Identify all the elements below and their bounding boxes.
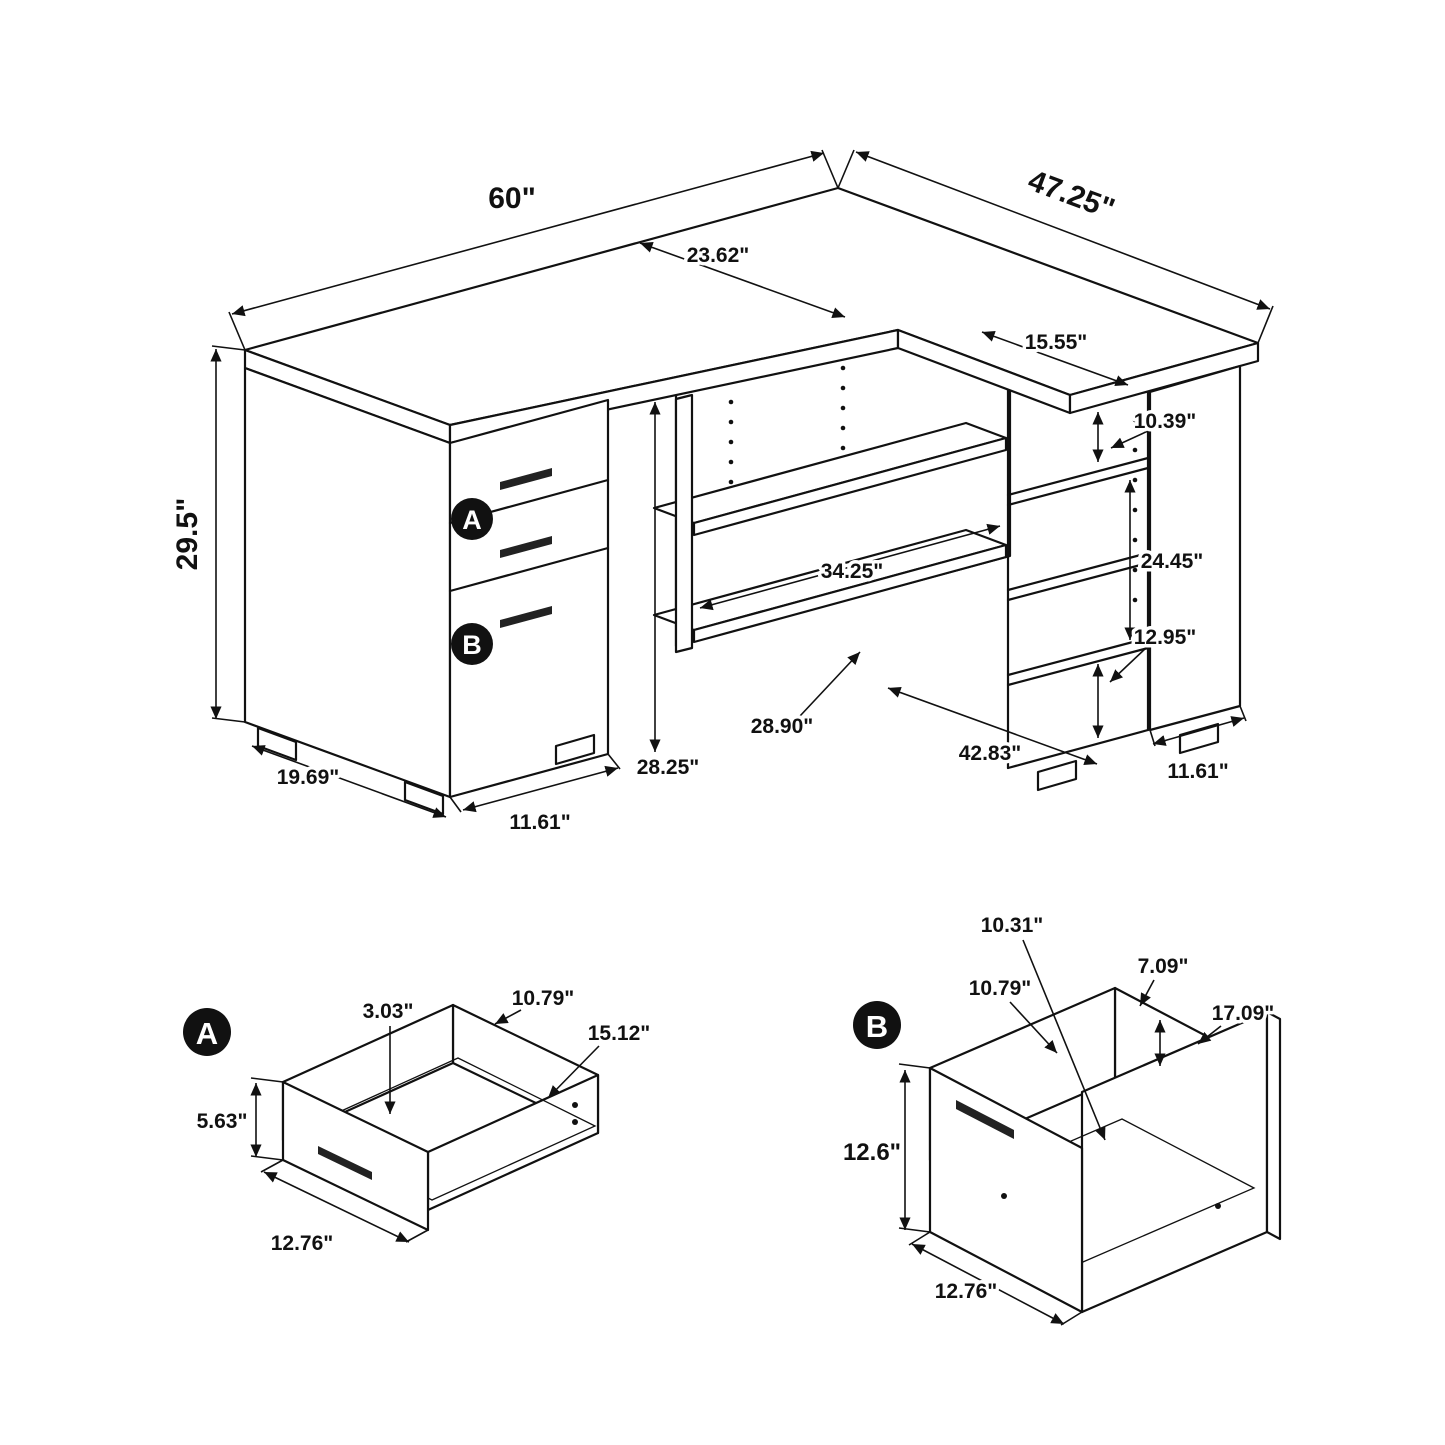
shelf-pin-holes-right xyxy=(1132,417,1138,633)
bookcase-foot-right xyxy=(1178,722,1220,755)
dim-a-front-width: 12.76" xyxy=(271,1232,334,1255)
bookcase-unit xyxy=(1006,364,1242,792)
drawer-pedestal xyxy=(243,366,610,816)
dim-top-shelf-depth: 15.55" xyxy=(1025,331,1088,354)
detail-a-dimensions: 3.03" 10.79" 15.12" 5.63" 12.76" xyxy=(193,984,654,1259)
dim-b-front-height: 12.6" xyxy=(843,1139,901,1166)
dim-shelf-gap-bottom: 12.95" xyxy=(1134,626,1197,649)
dim-line-return-bottom xyxy=(887,687,1098,765)
detail-a-view: A 3.03" 10.79" 15.12" 5.63" 12.76" xyxy=(183,984,654,1259)
dim-pedestal-bottom-depth: 19.69" xyxy=(277,766,340,789)
leader-shelf-gap-bottom xyxy=(1109,647,1147,683)
drawer-a-drawing xyxy=(281,1003,600,1232)
dim-line-pedestal-depth xyxy=(251,745,447,818)
ext-lines-a-width xyxy=(260,1159,429,1243)
leader-a-depth xyxy=(494,1009,522,1025)
dim-desk-width: 60" xyxy=(488,182,536,215)
dim-shelf-gap-top: 10.39" xyxy=(1134,410,1197,433)
detail-a-marker-circle xyxy=(183,1008,231,1056)
dim-height: 29.5" xyxy=(171,498,204,571)
main-desk-view: 60" 47.25" 23.62" 29.5" 15.55" 10.39" 24… xyxy=(168,149,1274,838)
dim-a-front-height: 5.63" xyxy=(197,1110,248,1133)
dim-bookcase-bottom-depth: 11.61" xyxy=(1167,760,1228,783)
main-dimensions: 60" 47.25" 23.62" 29.5" 15.55" 10.39" 24… xyxy=(168,149,1274,838)
ext-lines-b-width xyxy=(908,1231,1083,1326)
dim-line-b-width xyxy=(911,1243,1065,1325)
drawer-b-cam-hole-2 xyxy=(1215,1203,1221,1209)
drawer-b-drawing xyxy=(928,986,1282,1314)
dim-a-inner-recess: 3.03" xyxy=(363,1000,414,1023)
marker-b-label: B xyxy=(462,630,482,660)
drawer-handle-2 xyxy=(500,536,552,558)
marker-a-label: A xyxy=(462,505,482,535)
leader-a-width xyxy=(547,1045,600,1099)
dim-line-bookcase-depth xyxy=(1152,716,1245,746)
dim-line-mid-shelf-width xyxy=(699,523,1001,611)
drawer-handle-3 xyxy=(500,606,552,628)
dim-knee-height: 28.25" xyxy=(637,756,700,779)
bookcase-shelf-3 xyxy=(1006,636,1150,687)
drawer-b-handle xyxy=(956,1100,1014,1139)
dim-shelf-opening: 24.45" xyxy=(1141,550,1204,573)
bookcase-shelf-1 xyxy=(1006,456,1150,507)
dim-return-bottom-length: 42.83" xyxy=(959,742,1022,765)
dim-a-inner-depth: 10.79" xyxy=(512,987,575,1010)
ext-lines-return xyxy=(837,149,1274,344)
dim-pedestal-bottom-width: 11.61" xyxy=(509,811,570,834)
detail-b-dimensions: 10.31" 10.79" 7.09" 17.09" 12.6" 12.76" xyxy=(839,911,1278,1326)
ext-lines-pedestal-width xyxy=(449,753,621,813)
dim-b-side-height: 17.09" xyxy=(1212,1002,1275,1025)
dim-line-a-width xyxy=(263,1171,410,1243)
bookcase-shelf-2 xyxy=(1006,551,1150,602)
dim-line-width xyxy=(231,150,825,317)
dim-b-inner-depth: 10.79" xyxy=(969,977,1032,1000)
drawer-b-right-panel-edge xyxy=(1265,1010,1282,1241)
drawer-divider-2 xyxy=(448,546,610,593)
drawer-a-handle xyxy=(318,1146,372,1180)
bookcase-foot-left xyxy=(1036,759,1078,792)
drawer-markers: A B xyxy=(451,498,493,665)
middle-shelf-edge xyxy=(692,436,1008,537)
drawer-handle-1 xyxy=(500,468,552,490)
leader-b-side-height xyxy=(1197,1025,1222,1045)
dim-desktop-depth: 23.62" xyxy=(687,244,750,267)
bay-left-panel xyxy=(674,393,694,654)
drawer-a-cam-hole-2 xyxy=(572,1119,578,1125)
ext-lines-height xyxy=(211,345,246,723)
detail-b-marker-label: B xyxy=(866,1009,888,1044)
detail-a-marker-label: A xyxy=(196,1016,218,1051)
dim-line-return xyxy=(855,151,1271,310)
marker-a-circle xyxy=(451,498,493,540)
drawer-b-cam-hole-1 xyxy=(1001,1193,1007,1199)
bookcase-bottom-edge xyxy=(1006,728,1150,770)
marker-b-circle xyxy=(451,623,493,665)
dim-mid-shelf-width: 34.25" xyxy=(821,560,884,583)
dim-b-back-height: 7.09" xyxy=(1138,955,1189,978)
dim-return-depth: 47.25" xyxy=(1024,164,1119,226)
leader-b-back-height xyxy=(1139,979,1155,1007)
dim-line-pedestal-width xyxy=(462,765,619,813)
pedestal-foot-right xyxy=(554,733,596,766)
ext-lines-b-height xyxy=(898,1063,931,1233)
dim-line-top-shelf-depth xyxy=(981,331,1129,386)
leader-shelf-gap-top xyxy=(1110,430,1149,449)
detail-b-view: B 10.31" 10.79" 7.09" 17.09" 12.6" xyxy=(839,911,1282,1326)
detail-b-marker-circle xyxy=(853,1001,901,1049)
ext-lines-width xyxy=(228,149,839,351)
dim-a-inner-width: 15.12" xyxy=(588,1022,651,1045)
dim-knee-width: 28.90" xyxy=(751,715,814,738)
desktop-end-band xyxy=(1068,341,1260,415)
leader-knee-width xyxy=(799,651,861,717)
drawer-a-cam-hole-1 xyxy=(572,1102,578,1108)
pedestal-side-face xyxy=(243,366,452,799)
dim-b-front-width: 12.76" xyxy=(935,1280,998,1303)
leader-b-top xyxy=(1022,939,1106,1141)
dim-line-desktop-depth xyxy=(639,242,846,318)
dim-b-inner-top: 10.31" xyxy=(981,914,1044,937)
leader-b-depth xyxy=(1009,1001,1058,1054)
